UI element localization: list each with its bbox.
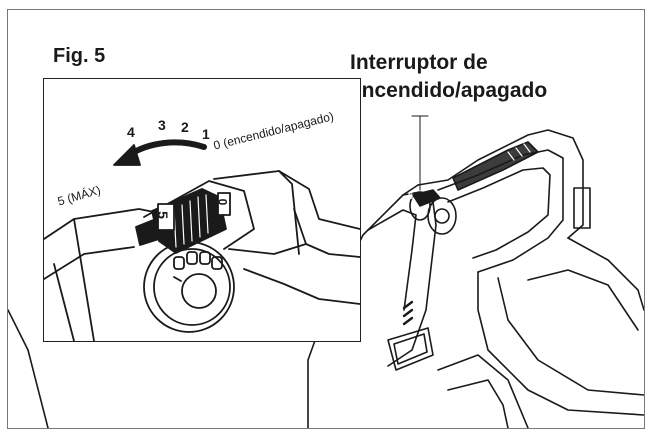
dial-mark-1: 1	[202, 126, 210, 142]
dial-detail-illustration	[44, 139, 360, 341]
dial-mark-2: 2	[181, 119, 189, 135]
small-knob-digit: 5	[408, 191, 414, 201]
switch-callout-label: Interruptor de encendido/apagado	[350, 49, 547, 105]
dial-mark-4: 4	[127, 124, 135, 140]
knob-digit-5: 5	[154, 211, 171, 219]
figure-frame: 5 Fig. 5 Interruptor de encendido/apagad…	[7, 9, 645, 429]
blower-illustration	[8, 115, 644, 428]
callout-line-2: encendido/apagado	[350, 79, 548, 102]
knob-digit-0: 0	[215, 198, 230, 206]
figure-title: Fig. 5	[53, 45, 106, 67]
callout-line-1: Interruptor de	[350, 51, 488, 74]
dial-mark-3: 3	[158, 117, 166, 133]
detail-inset: 4 3 2 1 0 (encendido/apagado) 5 (MÁX) 5 …	[43, 78, 361, 342]
